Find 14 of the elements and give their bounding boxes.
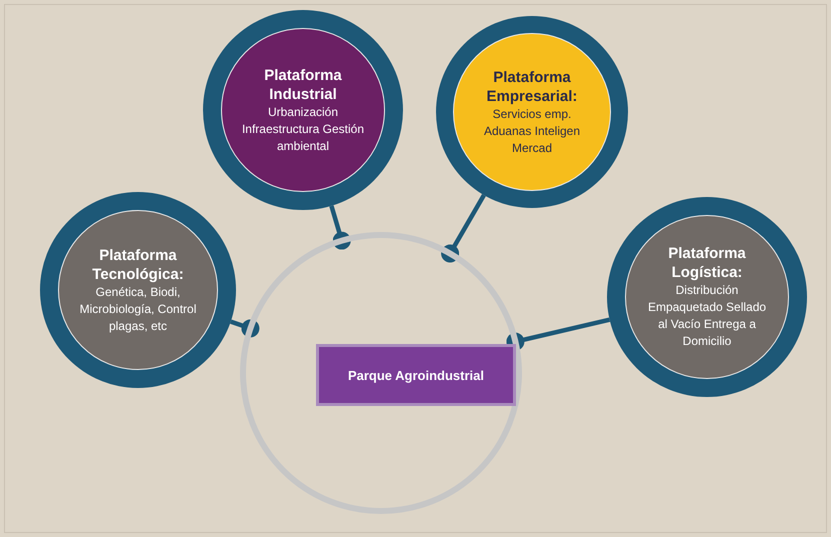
platform-title: Plataforma Logística: [667, 244, 747, 282]
connector [506, 318, 610, 351]
center-box [316, 344, 516, 406]
connector [441, 194, 486, 263]
center-label: Parque Agroindustrial [348, 368, 484, 382]
platform-title: Plataforma Industrial [263, 66, 343, 104]
ring-circle [240, 232, 522, 514]
platform-title: Plataforma Tecnológica: [91, 246, 185, 284]
platform-list: Servicios emp. Aduanas Inteligen Mercad [472, 106, 592, 156]
platform-list: Distribución Empaquetado Sellado al Vacío Entrega a Domicilio [644, 282, 770, 350]
platform-list: Urbanización Infraestructura Gestión ambiental [240, 104, 366, 154]
platform-list: Genética, Biodi, Microbiología, Control plagas, etc [76, 284, 200, 334]
connector [230, 319, 260, 338]
platform-title: Plataforma Empresarial: [486, 68, 578, 106]
